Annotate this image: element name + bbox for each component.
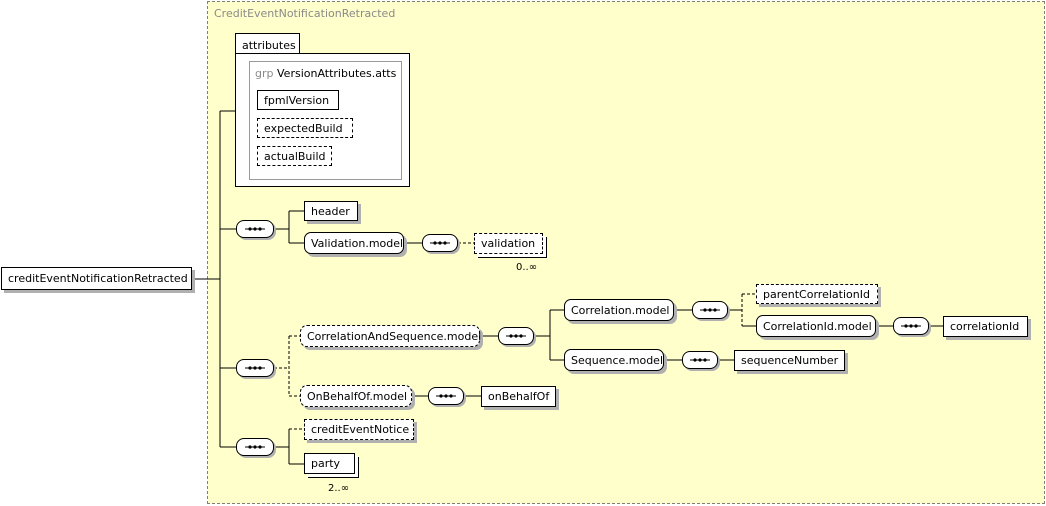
attribute-group-keyword: grp bbox=[255, 67, 274, 80]
element-validation[interactable]: validation bbox=[474, 233, 543, 254]
element-header[interactable]: header bbox=[304, 201, 358, 221]
attribute-fpml-version[interactable]: fpmlVersion bbox=[257, 90, 339, 110]
element-label: correlationId bbox=[950, 320, 1020, 333]
group-label: OnBehalfOf.model bbox=[307, 389, 408, 403]
attribute-label: fpmlVersion bbox=[264, 93, 330, 107]
element-label: validation bbox=[481, 237, 536, 250]
group-sequence-model[interactable]: Sequence.model bbox=[564, 349, 664, 371]
complex-type-title: CreditEventNotificationRetracted bbox=[214, 7, 396, 20]
attribute-group-name: VersionAttributes.atts bbox=[277, 67, 397, 80]
attribute-expected-build[interactable]: expectedBuild bbox=[257, 118, 353, 138]
group-correlation-model[interactable]: Correlation.model bbox=[564, 299, 674, 321]
sequence-compositor-icon[interactable] bbox=[236, 220, 274, 238]
sequence-compositor-icon[interactable] bbox=[428, 387, 464, 405]
root-element-node[interactable]: creditEventNotificationRetracted bbox=[1, 267, 192, 290]
element-parent-correlation-id[interactable]: parentCorrelationId bbox=[756, 284, 878, 304]
occurrence-validation: 0..∞ bbox=[516, 262, 538, 273]
group-correlation-id-model[interactable]: CorrelationId.model bbox=[756, 315, 876, 337]
element-party[interactable]: party bbox=[304, 453, 355, 474]
element-label: sequenceNumber bbox=[741, 354, 839, 367]
element-label: parentCorrelationId bbox=[763, 287, 870, 301]
group-validation-model[interactable]: Validation.model bbox=[304, 232, 404, 254]
group-correlation-and-sequence-model[interactable]: CorrelationAndSequence.model bbox=[300, 325, 482, 347]
sequence-compositor-icon[interactable] bbox=[682, 351, 718, 369]
element-on-behalf-of[interactable]: onBehalfOf bbox=[481, 386, 556, 407]
group-label: Correlation.model bbox=[571, 303, 670, 317]
attribute-actual-build[interactable]: actualBuild bbox=[257, 146, 332, 166]
group-on-behalf-of-model[interactable]: OnBehalfOf.model bbox=[300, 385, 412, 407]
attributes-tab[interactable]: attributes bbox=[235, 33, 300, 54]
element-sequence-number[interactable]: sequenceNumber bbox=[734, 350, 845, 371]
root-element-label: creditEventNotificationRetracted bbox=[8, 272, 188, 285]
group-label: Sequence.model bbox=[571, 353, 664, 367]
attribute-group-title: grp VersionAttributes.atts bbox=[255, 67, 396, 80]
group-label: CorrelationId.model bbox=[763, 319, 872, 333]
group-label: Validation.model bbox=[311, 236, 404, 250]
element-label: header bbox=[311, 204, 350, 218]
sequence-compositor-icon[interactable] bbox=[498, 327, 534, 345]
attribute-label: expectedBuild bbox=[264, 121, 343, 135]
sequence-compositor-icon[interactable] bbox=[236, 438, 274, 456]
element-label: onBehalfOf bbox=[488, 390, 550, 403]
sequence-compositor-icon[interactable] bbox=[422, 234, 458, 252]
element-label: party bbox=[311, 457, 341, 470]
sequence-compositor-icon[interactable] bbox=[692, 301, 728, 319]
occurrence-party: 2..∞ bbox=[328, 483, 350, 494]
attribute-label: actualBuild bbox=[264, 149, 326, 163]
element-label: creditEventNotice bbox=[311, 423, 410, 436]
element-credit-event-notice[interactable]: creditEventNotice bbox=[304, 419, 414, 440]
element-correlation-id[interactable]: correlationId bbox=[943, 316, 1028, 337]
group-label: CorrelationAndSequence.model bbox=[307, 329, 482, 343]
sequence-compositor-icon[interactable] bbox=[236, 359, 274, 377]
sequence-compositor-icon[interactable] bbox=[893, 317, 929, 335]
